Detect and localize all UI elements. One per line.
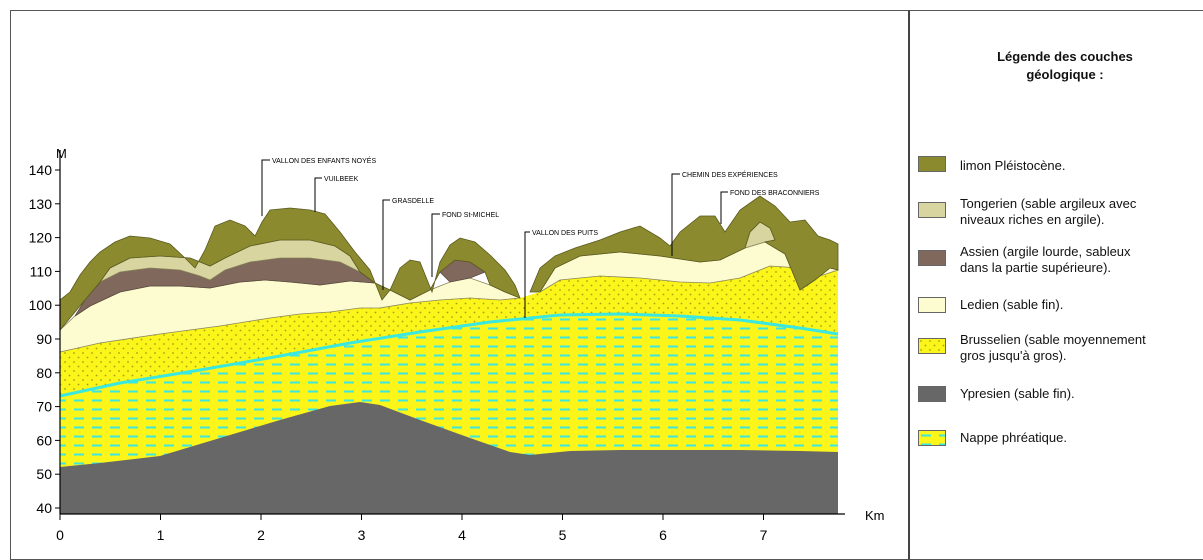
legend-swatch-ypresien bbox=[918, 386, 946, 402]
y-tick-label: 120 bbox=[29, 230, 53, 246]
legend-label-brusselien-2: gros jusqu'à gros). bbox=[960, 348, 1067, 363]
legend-title-line2: géologique : bbox=[1026, 67, 1104, 82]
legend-item-brusselien: Brusselien (sable moyennement gros jusqu… bbox=[918, 332, 1203, 372]
legend-label-limon: limon Pléistocène. bbox=[960, 158, 1066, 173]
legend-swatch-assien bbox=[918, 250, 946, 266]
x-tick-label: 6 bbox=[659, 527, 667, 543]
place-label-vallon-enfants-noyes: VALLON DES ENFANTS NOYÉS bbox=[272, 156, 376, 165]
legend-swatch-nappe bbox=[918, 430, 946, 446]
legend-item-ypresien: Ypresien (sable fin). bbox=[918, 384, 1203, 424]
legend-label-tongerien-1: Tongerien (sable argileux avec bbox=[960, 196, 1137, 211]
x-tick-label: 7 bbox=[760, 527, 768, 543]
x-axis-unit: Km bbox=[865, 508, 885, 523]
geological-cross-section: 40 50 60 70 80 90 100 110 120 130 140 0 1 2 3 4 5 6 7 M K… bbox=[29, 146, 885, 543]
legend-label-assien-2: dans la partie supérieure). bbox=[960, 260, 1112, 275]
y-tick-label: 40 bbox=[36, 500, 52, 516]
legend-item-assien: Assien (argile lourde, sableux dans la p… bbox=[918, 244, 1203, 284]
place-label-grasdelle: GRASDELLE bbox=[392, 198, 434, 205]
x-tick-label: 2 bbox=[257, 527, 265, 543]
x-tick-label: 4 bbox=[458, 527, 466, 543]
legend-item-limon: limon Pléistocène. bbox=[918, 154, 1203, 194]
place-label-fond-des-braconniers: FOND DES BRACONNIERS bbox=[730, 190, 820, 197]
legend-label-brusselien-1: Brusselien (sable moyennement bbox=[960, 332, 1146, 347]
y-tick-label: 70 bbox=[36, 399, 52, 415]
y-tick-label: 60 bbox=[36, 432, 52, 448]
place-label-vallon-des-puits: VALLON DES PUITS bbox=[532, 230, 598, 237]
legend-swatch-brusselien bbox=[918, 338, 946, 354]
x-tick-label: 5 bbox=[559, 527, 567, 543]
y-tick-label: 80 bbox=[36, 365, 52, 381]
legend-panel bbox=[908, 10, 1203, 560]
limon-right bbox=[529, 195, 839, 293]
y-tick-label: 140 bbox=[29, 162, 53, 178]
legend-title-line1: Légende des couches bbox=[997, 49, 1133, 64]
legend-label-tongerien-2: niveaux riches en argile). bbox=[960, 212, 1105, 227]
nappe-line bbox=[59, 312, 839, 398]
place-label-vuilbeek: VUILBEEK bbox=[324, 176, 359, 183]
legend-item-ledien: Ledien (sable fin). bbox=[918, 295, 1203, 335]
legend-label-assien-1: Assien (argile lourde, sableux bbox=[960, 244, 1131, 259]
legend-swatch-tongerien bbox=[918, 202, 946, 218]
y-tick-label: 110 bbox=[30, 263, 53, 279]
y-tick-label: 100 bbox=[29, 297, 53, 313]
place-labels bbox=[261, 159, 728, 318]
legend-title: Légende des couches géologique : bbox=[945, 48, 1185, 84]
place-label-fond-st-michel: FOND St-MICHEL bbox=[442, 212, 499, 219]
x-tick-label: 3 bbox=[358, 527, 366, 543]
y-tick-label: 130 bbox=[29, 196, 53, 212]
legend-item-nappe: Nappe phréatique. bbox=[918, 428, 1203, 468]
x-tick-label: 0 bbox=[56, 527, 64, 543]
y-tick-label: 90 bbox=[36, 331, 52, 347]
x-tick-label: 1 bbox=[157, 527, 165, 543]
place-label-chemin-des-experiences: CHEMIN DES EXPÉRIENCES bbox=[682, 170, 778, 179]
ypresien-layer bbox=[60, 402, 838, 514]
legend-item-tongerien: Tongerien (sable argileux avec niveaux r… bbox=[918, 196, 1203, 236]
y-tick-label: 50 bbox=[36, 466, 52, 482]
legend-swatch-ledien bbox=[918, 297, 946, 313]
y-axis-unit: M bbox=[56, 146, 67, 161]
legend-swatch-limon bbox=[918, 156, 946, 172]
x-axis-ticks: 0 1 2 3 4 5 6 7 bbox=[56, 514, 768, 543]
legend-label-ypresien: Ypresien (sable fin). bbox=[960, 386, 1075, 401]
legend-label-ledien: Ledien (sable fin). bbox=[960, 297, 1064, 312]
y-axis-ticks: 40 50 60 70 80 90 100 110 120 130 140 bbox=[29, 162, 60, 516]
limon-layer bbox=[59, 207, 521, 332]
legend-label-nappe: Nappe phréatique. bbox=[960, 430, 1067, 445]
